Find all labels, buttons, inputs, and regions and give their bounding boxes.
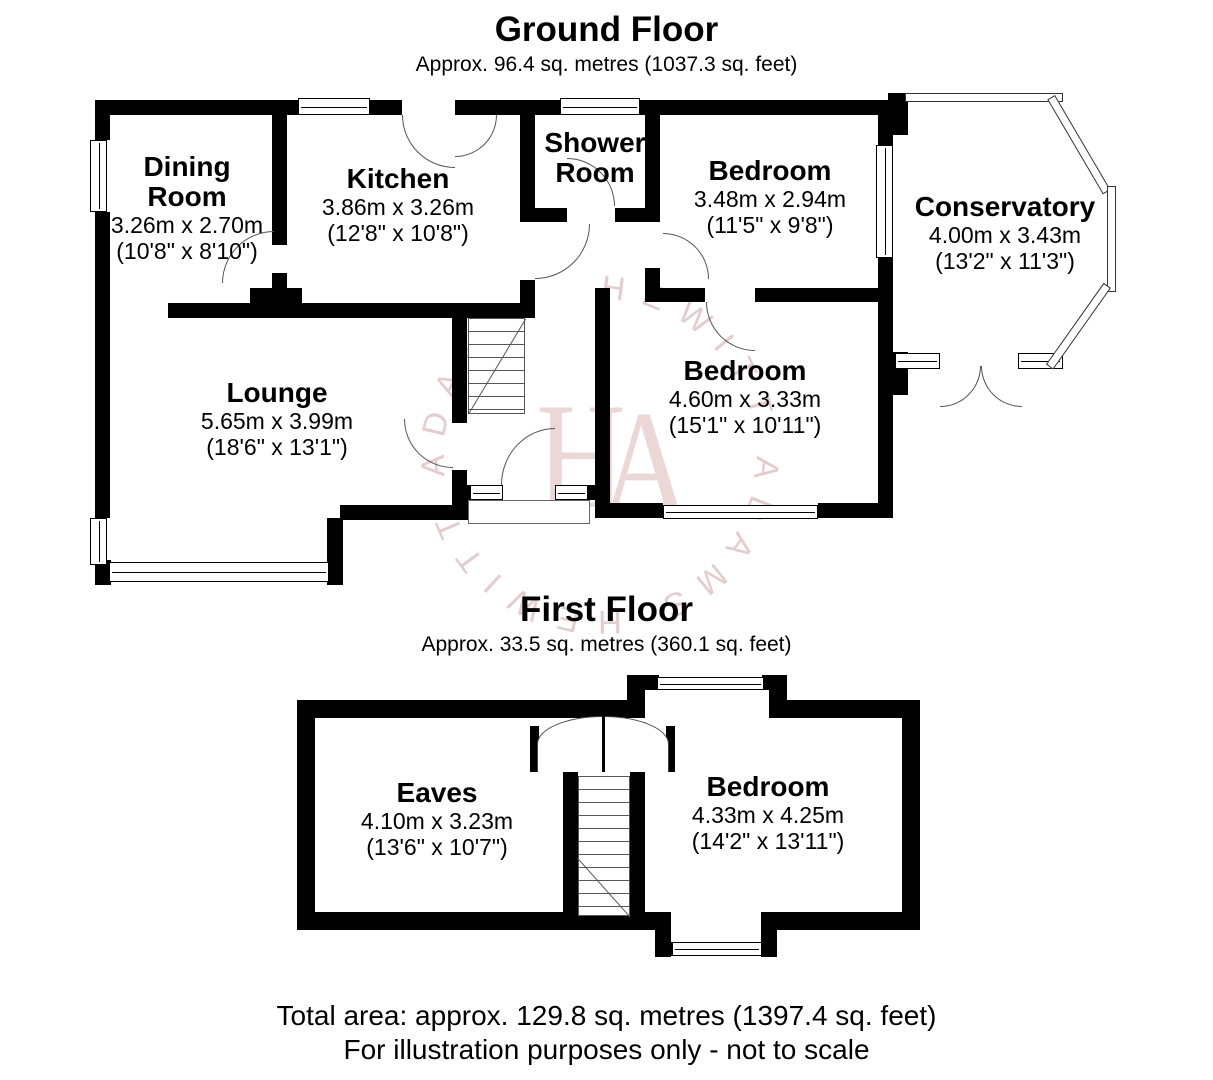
room-label-eaves: Eaves 4.10m x 3.23m (13'6" x 10'7") bbox=[360, 777, 514, 861]
bay-window bbox=[109, 562, 329, 582]
glass-wall bbox=[1047, 95, 1111, 195]
window bbox=[672, 942, 762, 956]
wall bbox=[272, 100, 287, 245]
wall bbox=[452, 470, 467, 505]
door-arc bbox=[663, 233, 709, 279]
wall bbox=[787, 700, 920, 718]
window bbox=[663, 505, 818, 519]
window bbox=[470, 485, 503, 500]
wall bbox=[297, 700, 627, 718]
wall bbox=[520, 100, 535, 222]
first-floor-area: Approx. 33.5 sq. metres (360.1 sq. feet) bbox=[421, 633, 792, 656]
room-label-dining-room: Dining Room 3.26m x 2.70m (10'8" x 8'10"… bbox=[110, 151, 264, 265]
wall bbox=[530, 726, 539, 772]
wall bbox=[563, 722, 578, 930]
wall bbox=[95, 212, 110, 518]
wall bbox=[640, 100, 893, 115]
first-floor-title: First Floor bbox=[519, 590, 694, 629]
french-door-arc bbox=[981, 366, 1022, 407]
wall bbox=[775, 912, 920, 930]
window bbox=[555, 485, 588, 500]
wall bbox=[95, 100, 300, 115]
wall bbox=[340, 505, 468, 520]
wall bbox=[520, 280, 535, 318]
wall bbox=[595, 288, 610, 518]
room-label-bedroom-2: Bedroom 4.60m x 3.33m (15'1" x 10'11") bbox=[668, 355, 822, 439]
wall bbox=[818, 503, 893, 518]
wall bbox=[645, 268, 660, 302]
wall bbox=[370, 100, 402, 115]
wall bbox=[630, 722, 645, 930]
glass-wall bbox=[905, 93, 1063, 102]
wall bbox=[452, 303, 467, 423]
wall bbox=[655, 942, 675, 956]
wall bbox=[660, 288, 705, 302]
window bbox=[298, 98, 370, 115]
window bbox=[876, 145, 893, 258]
french-door-arc bbox=[940, 366, 981, 407]
room-label-lounge: Lounge 5.65m x 3.99m (18'6" x 13'1") bbox=[200, 377, 354, 461]
window bbox=[895, 353, 940, 369]
wall bbox=[627, 675, 659, 690]
room-label-bedroom-3: Bedroom 4.33m x 4.25m (14'2" x 13'11") bbox=[691, 771, 845, 855]
window bbox=[90, 518, 107, 565]
wall bbox=[762, 675, 787, 690]
glass-wall bbox=[1045, 282, 1111, 370]
ground-floor-title: Ground Floor bbox=[494, 10, 719, 49]
wall bbox=[327, 560, 343, 585]
room-label-conservatory: Conservatory 4.00m x 3.43m (13'2" x 11'3… bbox=[914, 191, 1096, 275]
porch-outline bbox=[468, 500, 590, 524]
door-arc bbox=[455, 115, 497, 157]
room-label-bedroom-1: Bedroom 3.48m x 2.94m (11'5" x 9'8") bbox=[693, 155, 847, 239]
wall bbox=[759, 942, 777, 956]
wall bbox=[250, 288, 302, 303]
room-label-kitchen: Kitchen 3.86m x 3.26m (12'8" x 10'8") bbox=[321, 163, 475, 247]
staircase bbox=[468, 318, 525, 414]
window bbox=[560, 98, 640, 115]
wall bbox=[297, 700, 315, 930]
room-label-shower-room: Shower Room bbox=[544, 127, 646, 188]
glass-wall bbox=[1107, 186, 1116, 292]
window bbox=[90, 140, 107, 212]
wall bbox=[95, 100, 110, 140]
wall bbox=[168, 303, 535, 318]
wall bbox=[666, 726, 675, 772]
wall bbox=[600, 503, 663, 518]
disclaimer-note: For illustration purposes only - not to … bbox=[343, 1034, 870, 1065]
wall bbox=[645, 100, 660, 222]
wall bbox=[755, 288, 893, 302]
wall bbox=[455, 100, 562, 115]
total-area-note: Total area: approx. 129.8 sq. metres (13… bbox=[276, 1000, 937, 1031]
wall bbox=[902, 700, 920, 930]
ground-floor-area: Approx. 96.4 sq. metres (1037.3 sq. feet… bbox=[415, 53, 798, 76]
stair-door-post bbox=[602, 716, 605, 772]
watermark-monogram-a: A bbox=[600, 380, 690, 548]
window bbox=[657, 677, 764, 690]
wall bbox=[888, 93, 908, 135]
wall bbox=[520, 208, 567, 222]
wall bbox=[878, 258, 893, 518]
staircase bbox=[578, 776, 630, 916]
wall bbox=[327, 518, 343, 565]
door-arc bbox=[402, 115, 455, 168]
wall bbox=[95, 560, 111, 585]
